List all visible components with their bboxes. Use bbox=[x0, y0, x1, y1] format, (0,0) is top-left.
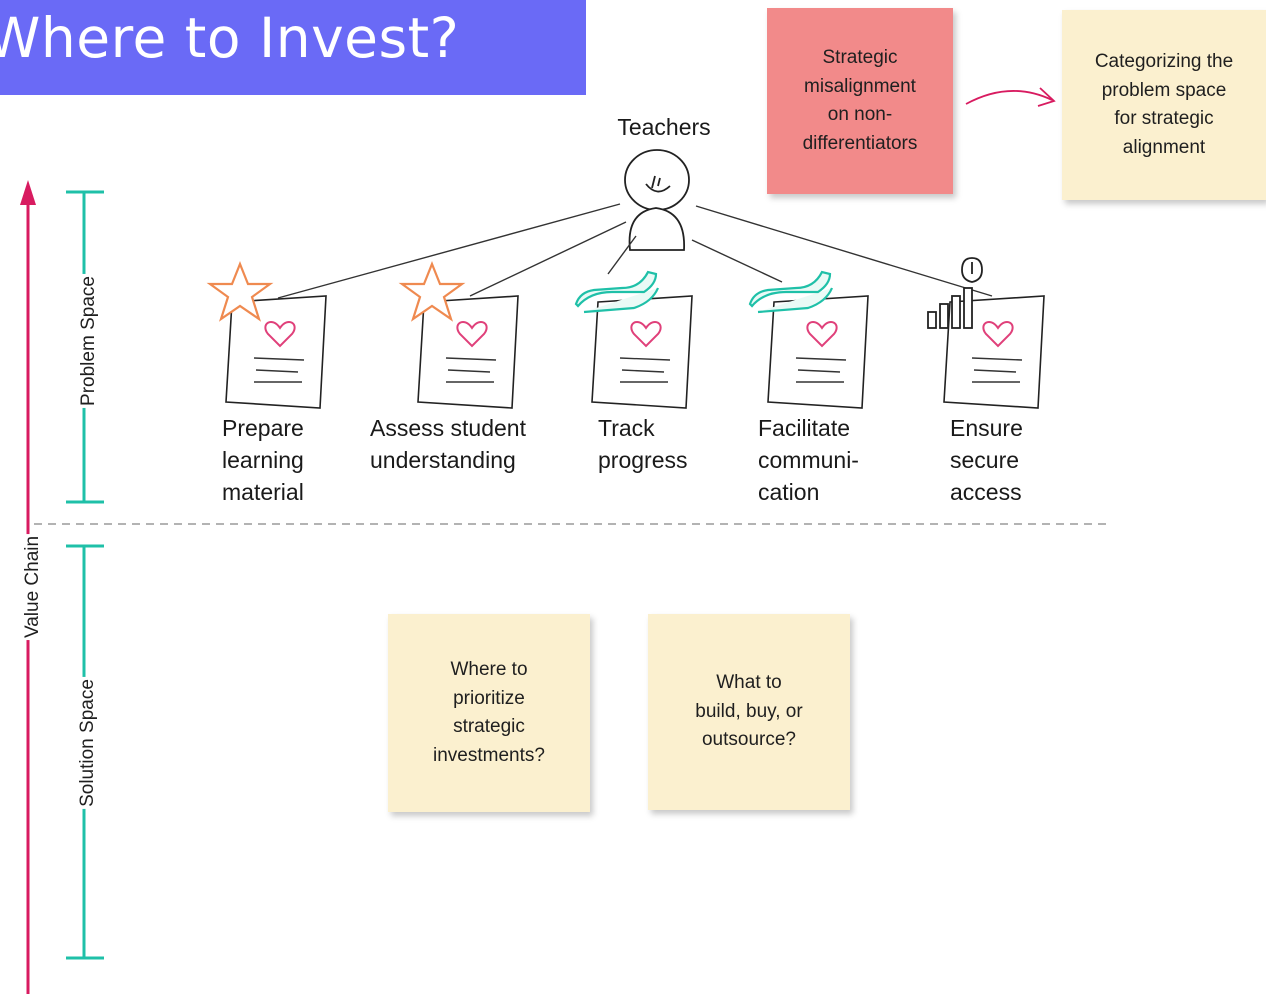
misalignment-note-text: Strategic misalignment on non- different… bbox=[802, 47, 918, 154]
solution-space-label: Solution Space bbox=[76, 677, 99, 809]
categorizing-note: Categorizing the problem space for strat… bbox=[1062, 10, 1266, 200]
prioritize-note-text: Where to prioritize strategic investment… bbox=[433, 659, 545, 766]
task-doc-4 bbox=[767, 295, 869, 409]
insight-arrowhead bbox=[1037, 87, 1056, 107]
task-label-3: Track progress bbox=[598, 415, 688, 473]
prioritize-note: Where to prioritize strategic investment… bbox=[388, 614, 590, 812]
task-label-5: Ensure secure access bbox=[950, 415, 1023, 505]
teacher-figure-icon bbox=[624, 149, 690, 251]
task-doc-3 bbox=[591, 295, 693, 409]
star-icon bbox=[398, 261, 466, 322]
problem-space-label: Problem Space bbox=[77, 274, 100, 408]
persona-connectors bbox=[277, 203, 993, 299]
task-label-2: Assess student understanding bbox=[370, 415, 526, 473]
build-buy-note-text: What to build, buy, or outsource? bbox=[695, 672, 803, 751]
misalignment-note: Strategic misalignment on non- different… bbox=[767, 8, 953, 194]
task-doc-1 bbox=[225, 295, 327, 409]
tools-icon bbox=[927, 257, 983, 329]
page-title: Where to Invest? bbox=[0, 6, 460, 70]
task-label-4: Facilitate communi- cation bbox=[758, 415, 859, 505]
insight-arrow bbox=[965, 90, 1053, 105]
persona-label: Teachers bbox=[617, 114, 711, 140]
task-doc-2 bbox=[417, 295, 519, 409]
hand-icon bbox=[748, 270, 834, 314]
task-label-1: Prepare learning material bbox=[222, 415, 304, 505]
hand-icon bbox=[574, 270, 660, 314]
star-icon bbox=[206, 261, 274, 322]
title-banner: Where to Invest? bbox=[0, 0, 586, 95]
categorizing-note-text: Categorizing the problem space for strat… bbox=[1094, 51, 1234, 158]
build-buy-note: What to build, buy, or outsource? bbox=[648, 614, 850, 810]
value-chain-label: Value Chain bbox=[22, 533, 45, 641]
